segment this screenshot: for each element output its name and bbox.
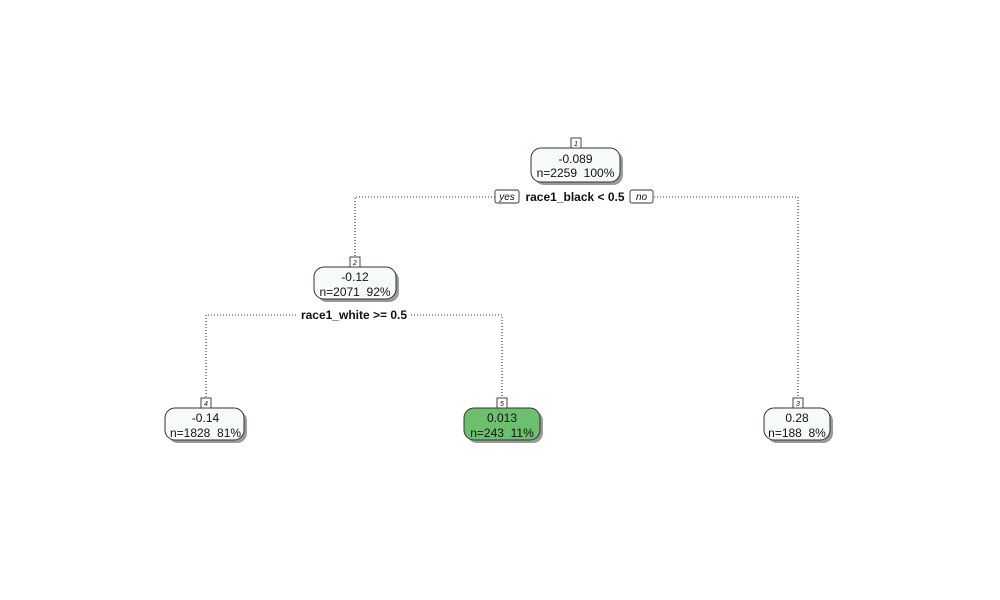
tree-node-1: 1 -0.089 n=2259 100% bbox=[530, 137, 623, 185]
node-5-stats: n=243 11% bbox=[470, 426, 534, 440]
edge-root-to-node-2 bbox=[354, 196, 498, 257]
tree-node-4: 4 -0.14 n=1828 81% bbox=[164, 397, 247, 443]
edge-root-to-node-3 bbox=[654, 196, 799, 398]
node-1-value: -0.089 bbox=[558, 152, 592, 166]
split-1: yes race1_black < 0.5 no bbox=[494, 189, 654, 205]
split-2: race1_white >= 0.5 bbox=[298, 307, 410, 323]
edge-node-2-to-node-5 bbox=[408, 314, 503, 398]
node-2-stats: n=2071 92% bbox=[319, 285, 390, 299]
node-1-id: 1 bbox=[574, 141, 578, 148]
node-2-value: -0.12 bbox=[341, 270, 369, 284]
split-2-condition: race1_white >= 0.5 bbox=[301, 308, 407, 322]
node-5-id: 5 bbox=[500, 401, 504, 408]
node-4-stats: n=1828 81% bbox=[170, 426, 241, 440]
branch-yes-label: yes bbox=[498, 192, 515, 203]
tree-node-5: 5 0.013 n=243 11% bbox=[463, 397, 543, 443]
split-1-condition: race1_black < 0.5 bbox=[525, 190, 624, 204]
tree-node-2: 2 -0.12 n=2071 92% bbox=[313, 256, 399, 302]
node-5-value: 0.013 bbox=[487, 411, 517, 425]
branch-no-label: no bbox=[636, 192, 648, 203]
node-3-value: 0.28 bbox=[785, 411, 809, 425]
edge-node-2-to-node-4 bbox=[205, 314, 302, 398]
node-4-id: 4 bbox=[204, 401, 208, 408]
node-3-stats: n=188 8% bbox=[768, 426, 826, 440]
node-4-value: -0.14 bbox=[192, 411, 220, 425]
tree-node-3: 3 0.28 n=188 8% bbox=[763, 397, 833, 443]
node-3-id: 3 bbox=[796, 401, 800, 408]
node-1-stats: n=2259 100% bbox=[537, 166, 615, 180]
node-2-id: 2 bbox=[352, 260, 357, 267]
